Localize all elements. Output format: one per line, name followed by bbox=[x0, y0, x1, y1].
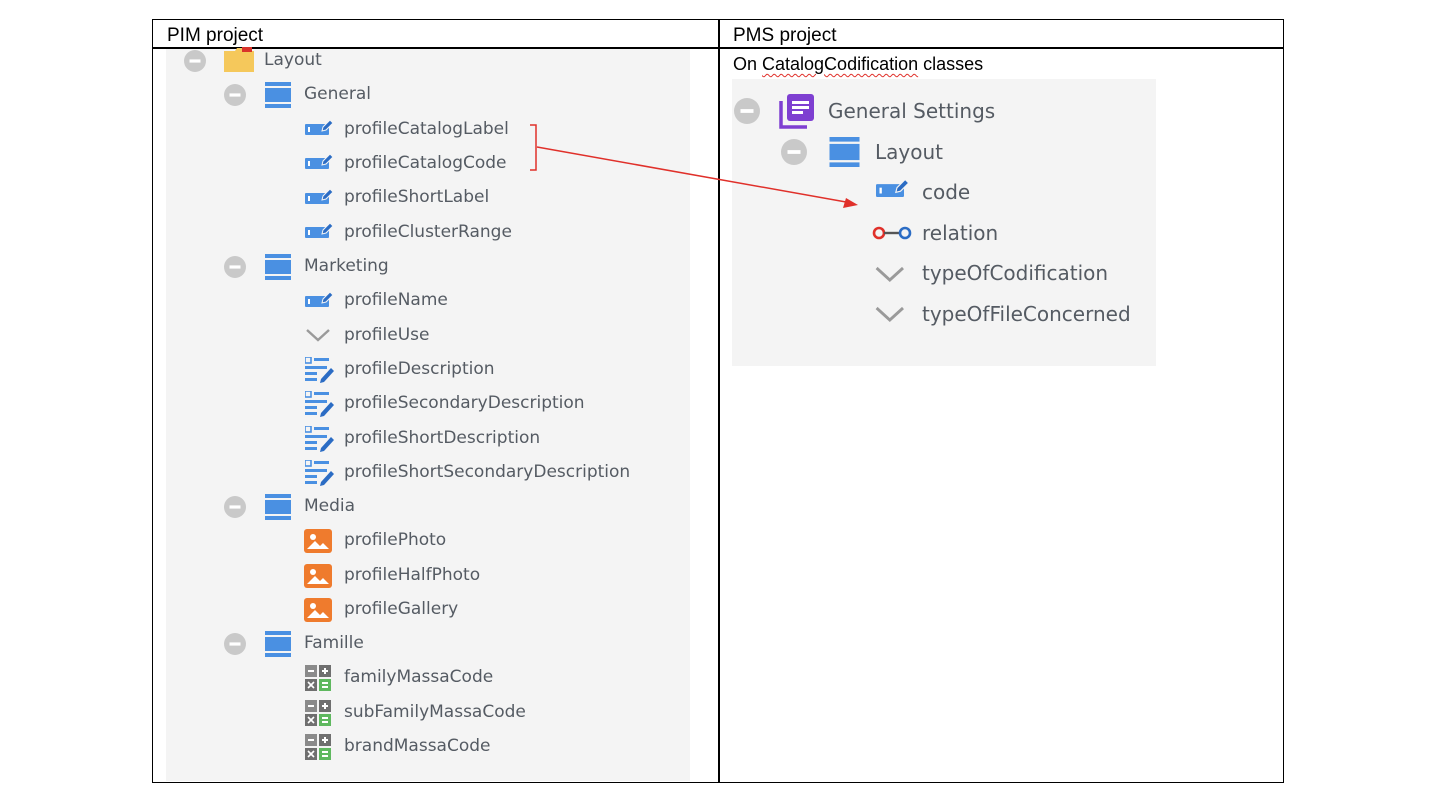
pim-tree-panel bbox=[166, 49, 690, 781]
tree-leaf[interactable]: brandMassaCode bbox=[344, 736, 491, 756]
tree-leaf[interactable]: subFamilyMassaCode bbox=[344, 702, 526, 722]
tree-node-media[interactable]: Media bbox=[304, 496, 356, 516]
relation-icon bbox=[872, 226, 912, 240]
tree-node-general-settings[interactable]: General Settings bbox=[828, 99, 996, 123]
tree-leaf[interactable]: profileName bbox=[344, 290, 448, 310]
annotation-line bbox=[536, 146, 847, 203]
tree-leaf[interactable]: profileCatalogLabel bbox=[344, 119, 509, 139]
left-column-header: PIM project bbox=[167, 25, 264, 46]
tree-leaf[interactable]: code bbox=[922, 180, 971, 204]
tree-leaf[interactable]: familyMassaCode bbox=[344, 667, 494, 687]
tree-leaf[interactable]: profileShortSecondaryDescription bbox=[344, 462, 631, 482]
tree-node-general[interactable]: General bbox=[304, 84, 371, 104]
tree-leaf[interactable]: profileShortDescription bbox=[344, 428, 541, 448]
tree-leaf[interactable]: typeOfCodification bbox=[922, 261, 1109, 285]
tree-leaf[interactable]: profilePhoto bbox=[344, 530, 447, 550]
tree-leaf[interactable]: profileGallery bbox=[344, 599, 459, 619]
tree-leaf[interactable]: relation bbox=[922, 221, 999, 245]
tree-node-layout[interactable]: Layout bbox=[264, 50, 322, 70]
tree-node-famille[interactable]: Famille bbox=[304, 633, 364, 653]
header-divider bbox=[152, 47, 1284, 49]
folder-icon bbox=[224, 47, 254, 72]
tree-leaf[interactable]: profileUse bbox=[344, 325, 430, 345]
tree-node-layout[interactable]: Layout bbox=[875, 140, 943, 164]
tree-leaf[interactable]: profileClusterRange bbox=[344, 222, 512, 242]
tree-leaf[interactable]: profileCatalogCode bbox=[344, 153, 507, 173]
column-divider bbox=[718, 19, 720, 783]
class-definition-icon bbox=[779, 94, 814, 129]
tree-leaf[interactable]: typeOfFileConcerned bbox=[922, 302, 1131, 326]
tree-leaf[interactable]: profileShortLabel bbox=[344, 187, 490, 207]
tree-leaf[interactable]: profileDescription bbox=[344, 359, 495, 379]
spellcheck-word: CatalogCodification bbox=[762, 54, 919, 74]
tree-leaf[interactable]: profileSecondaryDescription bbox=[344, 393, 585, 413]
arrow-head bbox=[843, 198, 858, 208]
tree-leaf[interactable]: profileHalfPhoto bbox=[344, 565, 481, 585]
right-column-header: PMS project bbox=[733, 25, 837, 46]
tree-node-marketing[interactable]: Marketing bbox=[304, 256, 389, 276]
right-column-note: On CatalogCodification classes bbox=[733, 54, 984, 74]
annotation-bracket bbox=[530, 124, 537, 171]
